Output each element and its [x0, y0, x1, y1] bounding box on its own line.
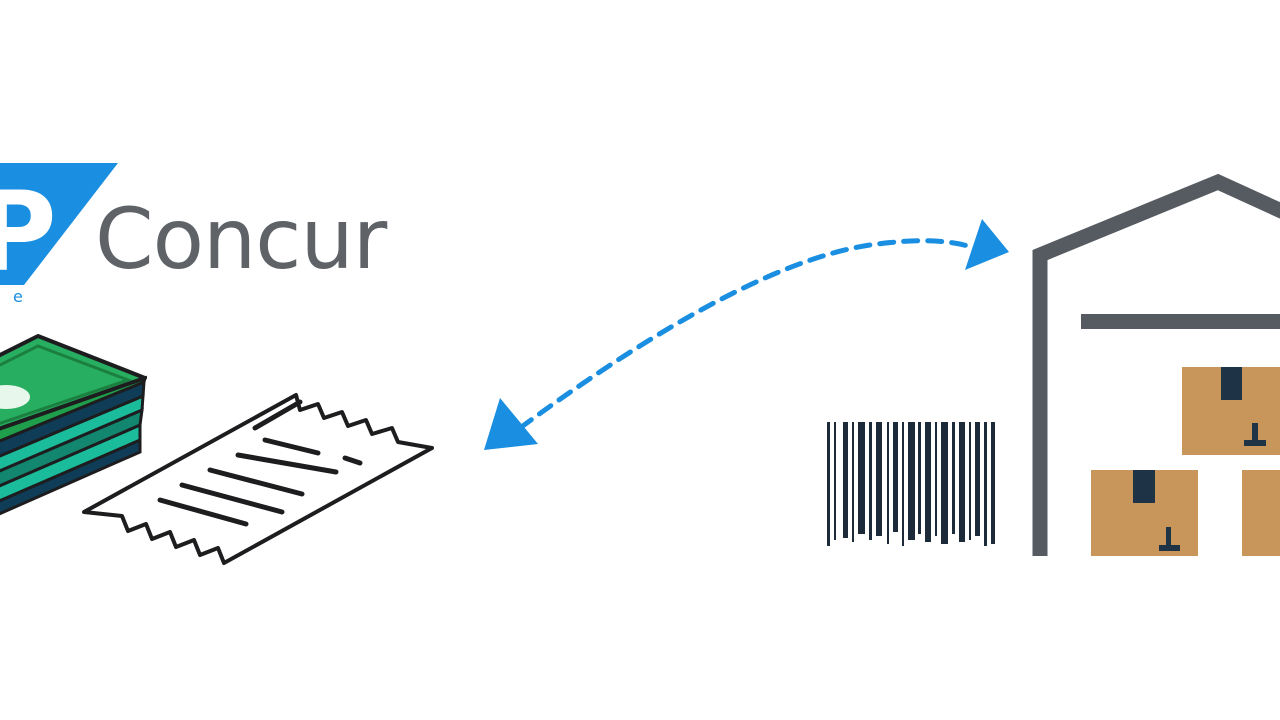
receipt-icon [82, 393, 434, 565]
logo-blue-triangle [0, 163, 118, 285]
arrowhead-left [484, 398, 538, 450]
logo-small-mark: e [13, 287, 23, 306]
concur-logo: P Concur e [0, 163, 389, 306]
logo-brand-text: Concur [95, 190, 388, 288]
warehouse-icon [1032, 173, 1280, 556]
cardboard-box-icon [1091, 367, 1280, 556]
money-stack-icon [0, 334, 148, 516]
warehouse-beam [1081, 314, 1280, 329]
arrowhead-right [965, 219, 1009, 270]
logo-partial-letter: P [0, 168, 57, 296]
barcode-icon [827, 422, 995, 546]
bidirectional-arrow-icon [484, 219, 1009, 450]
